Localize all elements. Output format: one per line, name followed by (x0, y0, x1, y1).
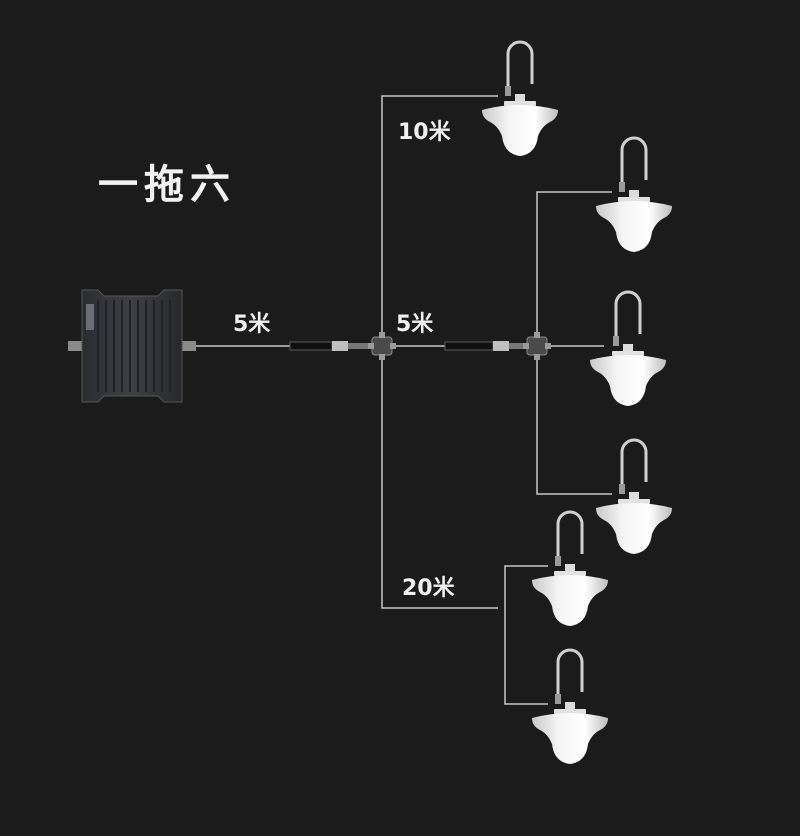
antenna-2 (594, 136, 674, 254)
antenna-5 (530, 510, 610, 628)
antenna-4 (594, 438, 674, 556)
label-bottom-branch: 20米 (402, 576, 455, 601)
label-trunk-cable: 5米 (233, 312, 271, 337)
antenna-6 (530, 648, 610, 766)
label-top-branch: 10米 (398, 120, 451, 145)
splitter-main (367, 331, 397, 361)
antenna-1 (480, 40, 560, 158)
coax-cable-1 (289, 341, 370, 351)
antenna-3 (588, 290, 668, 408)
coax-cable-2 (444, 341, 527, 351)
diagram-title: 一拖六 (98, 162, 236, 208)
label-mid-cable: 5米 (396, 312, 434, 337)
cable-network (195, 95, 612, 705)
splitter-secondary (522, 331, 552, 361)
signal-repeater (68, 289, 196, 403)
